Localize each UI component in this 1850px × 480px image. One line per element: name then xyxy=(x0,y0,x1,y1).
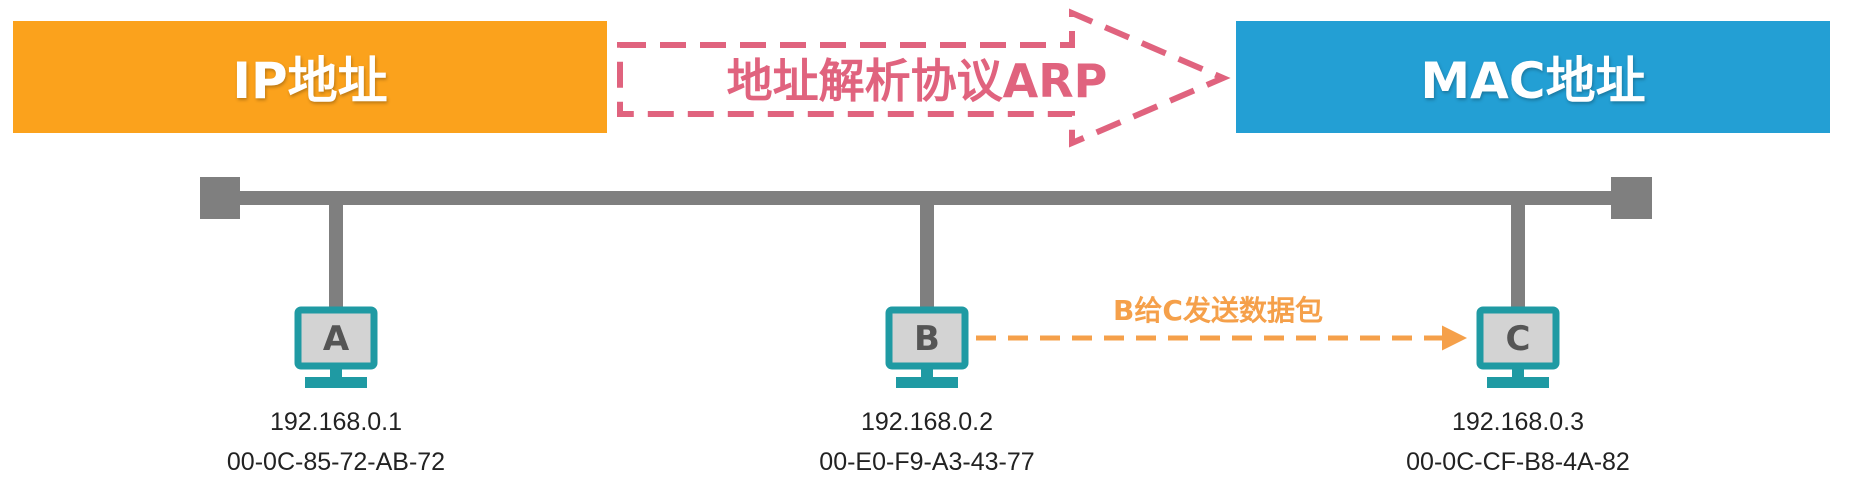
ip-address-text: 192.168.0.1 xyxy=(269,408,403,436)
monitor-stand xyxy=(1512,369,1524,377)
mac-address-text: 00-E0-F9-A3-43-77 xyxy=(819,448,1035,476)
computer-b: B xyxy=(885,306,969,388)
mac-address-banner: MAC地址 xyxy=(1236,21,1830,133)
node-caption-a: 192.168.0.1 00-0C-85-72-AB-72 xyxy=(176,406,496,478)
node-letter-c: C xyxy=(1506,319,1531,359)
node-letter-a: A xyxy=(323,319,350,359)
mac-address-label: MAC地址 xyxy=(1420,52,1646,110)
computer-c: C xyxy=(1476,306,1560,388)
monitor-icon xyxy=(294,306,378,370)
mac-address-text: 00-0C-CF-B8-4A-82 xyxy=(1406,448,1630,476)
monitor-base xyxy=(896,377,958,388)
arp-arrow xyxy=(617,8,1231,148)
ip-address-text: 192.168.0.2 xyxy=(860,408,994,436)
monitor-icon xyxy=(885,306,969,370)
monitor-icon xyxy=(1476,306,1560,370)
node-letter-b: B xyxy=(914,319,940,359)
bus-line xyxy=(200,191,1652,205)
dropline-c xyxy=(1511,205,1525,308)
node-caption-c: 192.168.0.3 00-0C-CF-B8-4A-82 xyxy=(1358,406,1678,478)
node-caption-b: 192.168.0.2 00-E0-F9-A3-43-77 xyxy=(767,406,1087,478)
ip-address-label: IP地址 xyxy=(232,52,388,110)
monitor-stand xyxy=(921,369,933,377)
monitor-base xyxy=(305,377,367,388)
ip-address-banner: IP地址 xyxy=(13,21,607,133)
ip-address-text: 192.168.0.3 xyxy=(1451,408,1585,436)
computer-a: A xyxy=(294,306,378,388)
dropline-a xyxy=(329,205,343,308)
mac-address-text: 00-0C-85-72-AB-72 xyxy=(226,448,446,476)
monitor-stand xyxy=(330,369,342,377)
arp-label: 地址解析协议ARP xyxy=(727,54,1108,108)
dropline-b xyxy=(920,205,934,308)
monitor-base xyxy=(1487,377,1549,388)
send-label: B给C发送数据包 xyxy=(1113,294,1323,327)
bus-end-left xyxy=(200,177,240,219)
bus-end-right xyxy=(1611,177,1652,219)
